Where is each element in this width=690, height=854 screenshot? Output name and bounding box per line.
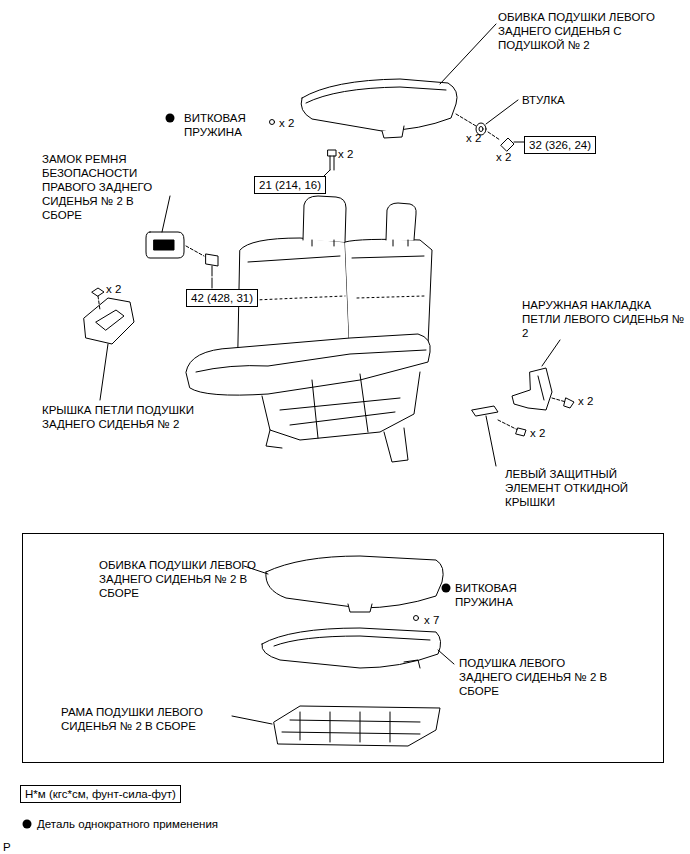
torque-value: 32 (326, 24) — [529, 139, 591, 151]
part-label: НАРУЖНАЯ НАКЛАДКА ПЕТЛИ ЛЕВОГО СИДЕНЬЯ №… — [522, 298, 687, 340]
part-label: ЗАМОК РЕМНЯ БЕЗОПАСНОСТИ ПРАВОГО ЗАДНЕГО… — [42, 152, 166, 222]
torque-box: 32 (326, 24) — [524, 136, 596, 154]
part-label: x 7 — [424, 613, 439, 627]
torque-value: Н*м (кгс*см, фунт-сила-фут) — [25, 788, 176, 800]
quantity-label: x 2 — [466, 131, 481, 145]
torque-box: 42 (428, 31) — [186, 289, 258, 307]
single-use-mark — [442, 584, 451, 593]
legend-bullet — [23, 820, 32, 829]
part-label: ОБИВКА ПОДУШКИ ЛЕВОГО ЗАДНЕГО СИДЕНЬЯ № … — [99, 558, 257, 600]
quantity-label: x 2 — [530, 426, 545, 440]
inset-frame: ОБИВКА ПОДУШКИ ЛЕВОГО ЗАДНЕГО СИДЕНЬЯ № … — [22, 533, 664, 763]
part-label: ОБИВКА ПОДУШКИ ЛЕВОГО ЗАДНЕГО СИДЕНЬЯ С … — [498, 10, 683, 52]
quantity-label: x 2 — [338, 147, 353, 161]
part-label: КРЫШКА ПЕТЛИ ПОДУШКИ ЗАДНЕГО СИДЕНЬЯ № 2 — [42, 403, 214, 431]
part-label: ВТУЛКА — [522, 93, 565, 107]
torque-value: 21 (214, 16) — [259, 179, 321, 191]
torque-value: 42 (428, 31) — [191, 292, 253, 304]
legend-text: Деталь однократного применения — [37, 817, 218, 831]
part-label: ВИТКОВАЯ ПРУЖИНА — [455, 581, 555, 609]
single-use-mark — [166, 114, 175, 123]
part-label: P — [3, 840, 11, 854]
torque-box: 21 (214, 16) — [254, 176, 326, 194]
torque-box: Н*м (кгс*см, фунт-сила-фут) — [20, 785, 181, 803]
quantity-label: x 2 — [279, 116, 294, 130]
part-label: РАМА ПОДУШКИ ЛЕВОГО СИДЕНЬЯ № 2 В СБОРЕ — [61, 705, 231, 733]
quantity-label: x 2 — [578, 394, 593, 408]
part-label: ВИТКОВАЯ ПРУЖИНА — [184, 111, 274, 139]
quantity-label: x 2 — [106, 282, 121, 296]
part-label: ПОДУШКА ЛЕВОГО ЗАДНЕГО СИДЕНЬЯ № 2 В СБО… — [459, 656, 617, 698]
part-label: ЛЕВЫЙ ЗАЩИТНЫЙ ЭЛЕМЕНТ ОТКИДНОЙ КРЫШКИ — [505, 467, 660, 509]
quantity-label: x 2 — [496, 150, 511, 164]
